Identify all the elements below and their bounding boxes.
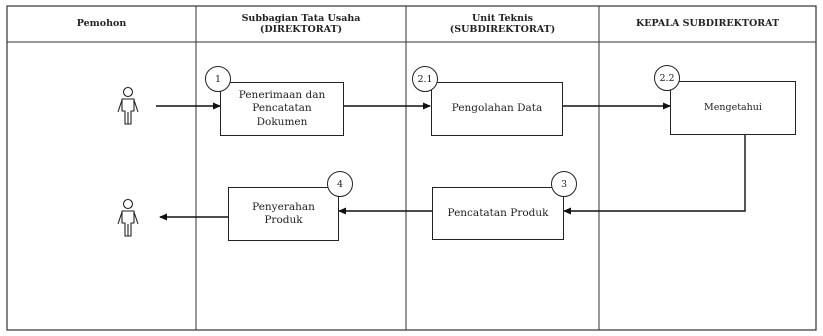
person-icon (117, 198, 139, 237)
person-icon (117, 86, 139, 125)
step-number-badge: 4 (327, 171, 353, 197)
arrow-mengetahui-to-pencatatan (563, 135, 746, 215)
step-number-badge: 1 (205, 66, 231, 92)
step-box-pencatatan-produk: Pencatatan Produk (432, 187, 564, 240)
lane-header-kepala: KEPALA SUBDIREKTORAT (635, 18, 780, 30)
step-number-badge: 2.1 (412, 66, 438, 92)
step-box-penyerahan: Penyerahan Produk (228, 187, 339, 241)
step-number-badge: 2.2 (654, 65, 680, 91)
step-box-pengolahan: Pengolahan Data (431, 82, 563, 136)
step-number-badge: 3 (551, 171, 577, 197)
lane-header-subbagian: Subbagian Tata Usaha (DIREKTORAT) (241, 12, 361, 35)
lane-header-unit-teknis: Unit Teknis (SUBDIREKTORAT) (449, 12, 556, 35)
lane-header-pemohon: Pemohon (76, 18, 127, 30)
diagram-frame (6, 5, 817, 331)
step-box-penerimaan: Penerimaan dan Pencatatan Dokumen (220, 82, 344, 136)
step-box-mengetahui: Mengetahui (670, 81, 796, 135)
